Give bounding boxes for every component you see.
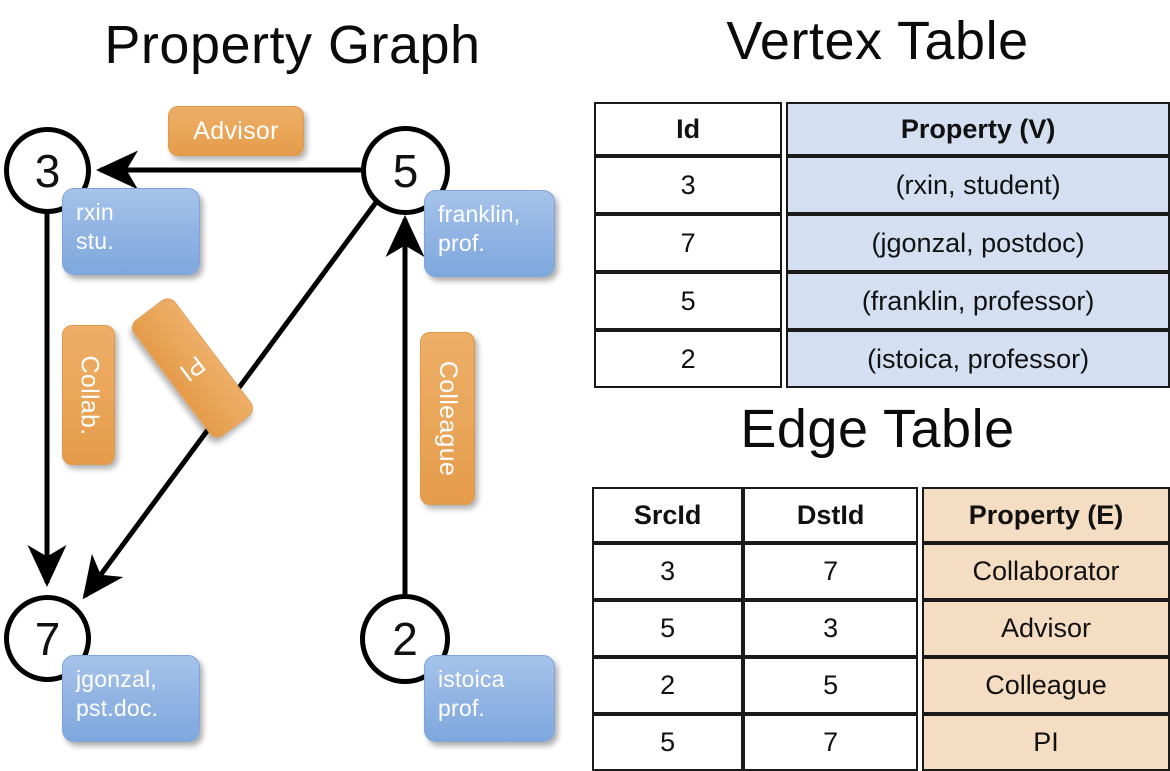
edge-row-0-src: 3	[592, 543, 744, 600]
edge-table-row[interactable]: 5 3 Advisor	[592, 600, 1170, 657]
graph-node-2[interactable]: 2	[360, 594, 450, 684]
edge-table: SrcId DstId Property (E) 3 7 Collaborato…	[592, 487, 1170, 771]
vertex-table-row[interactable]: 7 (jgonzal, postdoc)	[594, 214, 1170, 272]
vertex-row-3-id: 2	[594, 330, 783, 388]
edge-row-3-src: 5	[592, 714, 744, 771]
edge-row-2-src: 2	[592, 657, 744, 714]
page-title-property-graph: Property Graph	[104, 15, 481, 75]
vertex-table-row[interactable]: 5 (franklin, professor)	[594, 272, 1170, 330]
edge-row-3-property: PI	[922, 714, 1170, 771]
node-property-jgonzal-line2: pst.doc.	[76, 695, 159, 722]
node-property-box-franklin[interactable]: franklin, prof.	[424, 190, 555, 277]
vertex-row-2-id: 5	[594, 272, 783, 330]
vertex-row-0-property: (rxin, student)	[786, 156, 1170, 214]
graph-node-5[interactable]: 5	[361, 126, 450, 215]
node-property-rxin-line2: stu.	[76, 228, 114, 255]
edge-table-header-dstid: DstId	[743, 487, 919, 543]
node-property-istoica-line1: istoica	[438, 666, 505, 692]
vertex-table-header-row: Id Property (V)	[594, 102, 1170, 156]
vertex-table-header-id: Id	[594, 102, 783, 156]
edge-label-collab-text: Collab.	[75, 355, 104, 435]
vertex-table-row[interactable]: 2 (istoica, professor)	[594, 330, 1170, 388]
page-title-edge-table: Edge Table	[740, 399, 1015, 459]
edge-row-0-property: Collaborator	[922, 543, 1170, 600]
edge-row-1-dst: 3	[743, 600, 919, 657]
vertex-table-header-property: Property (V)	[786, 102, 1170, 156]
edge-table-row[interactable]: 2 5 Colleague	[592, 657, 1170, 714]
node-property-rxin-line1: rxin	[76, 199, 114, 225]
edge-label-collab[interactable]: Collab.	[62, 325, 115, 465]
vertex-row-2-property: (franklin, professor)	[786, 272, 1170, 330]
node-property-franklin-line1: franklin,	[438, 201, 521, 227]
vertex-table-row[interactable]: 3 (rxin, student)	[594, 156, 1170, 214]
node-property-box-jgonzal[interactable]: jgonzal, pst.doc.	[62, 655, 200, 742]
vertex-row-3-property: (istoica, professor)	[786, 330, 1170, 388]
edge-table-row[interactable]: 5 7 PI	[592, 714, 1170, 771]
graph-node-7-label: 7	[34, 612, 61, 665]
graph-node-5-label: 5	[392, 144, 419, 197]
edge-table-row[interactable]: 3 7 Collaborator	[592, 543, 1170, 600]
edge-row-2-dst: 5	[743, 657, 919, 714]
page-title-vertex-table: Vertex Table	[726, 11, 1029, 71]
node-property-franklin-line2: prof.	[438, 230, 486, 257]
graph-node-2-label: 2	[392, 613, 418, 665]
edge-label-advisor-text: Advisor	[193, 116, 279, 145]
vertex-row-1-id: 7	[594, 214, 783, 272]
node-property-box-istoica[interactable]: istoica prof.	[424, 655, 555, 742]
edge-table-header-property: Property (E)	[922, 487, 1170, 543]
vertex-table: Id Property (V) 3 (rxin, student) 7 (jgo…	[594, 102, 1170, 388]
edge-row-1-src: 5	[592, 600, 744, 657]
node-property-jgonzal-line1: jgonzal,	[76, 666, 157, 692]
vertex-row-1-property: (jgonzal, postdoc)	[786, 214, 1170, 272]
edge-label-advisor[interactable]: Advisor	[168, 106, 304, 156]
edge-table-header-row: SrcId DstId Property (E)	[592, 487, 1170, 543]
edge-table-header-srcid: SrcId	[592, 487, 744, 543]
edge-row-3-dst: 7	[743, 714, 919, 771]
edge-row-0-dst: 7	[743, 543, 919, 600]
vertex-row-0-id: 3	[594, 156, 783, 214]
graph-node-3-label: 3	[34, 144, 61, 197]
edge-row-1-property: Advisor	[922, 600, 1170, 657]
edge-label-colleague[interactable]: Colleague	[420, 332, 475, 505]
edge-row-2-property: Colleague	[922, 657, 1170, 714]
node-property-box-rxin[interactable]: rxin stu.	[62, 188, 200, 275]
edge-label-pi-text: PI	[174, 349, 211, 387]
node-property-istoica-line2: prof.	[438, 695, 486, 722]
edge-label-colleague-text: Colleague	[434, 360, 463, 477]
